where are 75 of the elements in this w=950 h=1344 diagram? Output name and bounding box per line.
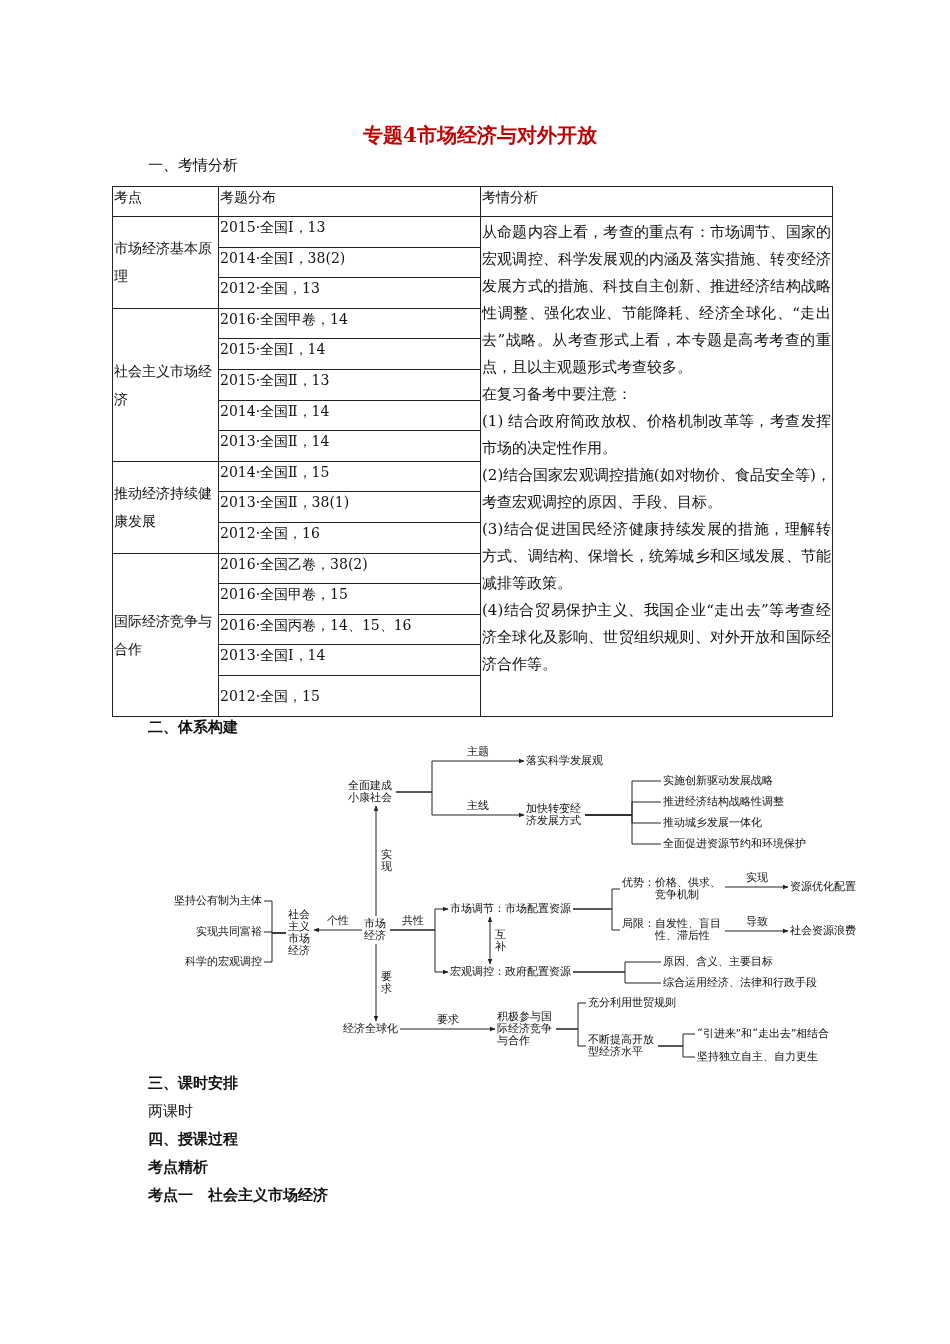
connector-line <box>555 1028 587 1047</box>
table-cell: 2015·全国Ⅰ，13 <box>218 216 481 248</box>
concept-text: 加快转变经济发展方式 <box>526 803 583 827</box>
edge-label: 要求 <box>435 1014 460 1026</box>
arrow <box>313 927 363 933</box>
edge-label: 共性 <box>400 915 425 927</box>
concept-text: 资源优化配置 <box>790 881 856 893</box>
arrow <box>373 943 379 1022</box>
section-heading: 一、考情分析 <box>148 156 238 175</box>
edge-label: 主题 <box>466 746 490 758</box>
concept-text: 全面促进资源节约和环境保护 <box>663 838 806 850</box>
arrow <box>487 916 493 965</box>
edge-label: 导致 <box>744 916 769 928</box>
analysis-paragraph: (4)结合贸易保护主义、我国企业“走出去”等考查经济全球化及影响、世贸组织规则、对外开放和国际经济合作等。 <box>482 600 831 675</box>
concept-text: 实现共同富裕 <box>148 926 262 938</box>
table-cell: 推动经济持续健康发展 <box>112 461 219 554</box>
concept-text: 积极参与国际经济竞争与合作 <box>497 1011 554 1047</box>
section-heading: 考点精析 <box>148 1158 208 1177</box>
edge-label: 实现 <box>380 849 393 873</box>
header-cell: 考点 <box>112 186 219 217</box>
analysis-paragraph: 从命题内容上看，考查的重点有：市场调节、国家的宏观调控、科学发展观的内涵及落实措施、转变经济发展方式的措施、科技自主创新、推进经济结构战略性调整、强化农业、节能降耗、经济全球化、“走出去”战略。从考查形式上看，本专题是高考考查的重点，且以主观题形式考查较多。 <box>482 222 831 378</box>
analysis-paragraph: (3)结合促进国民经济健康持续发展的措施，理解转方式、调结构、保增长，统筹城乡和区域发展、节能减排等政策。 <box>482 519 831 594</box>
connector-line <box>657 1045 696 1058</box>
concept-text: 社会资源浪费 <box>790 925 856 937</box>
connector-line <box>572 971 662 984</box>
arrow <box>389 929 449 975</box>
analysis-paragraph: (2)结合国家宏观调控措施(如对物价、食品安全等)，考查宏观调控的原因、手段、目标。 <box>482 465 831 513</box>
concept-text: 自发性、盲目性、滞后性 <box>655 918 722 942</box>
analysis-paragraph: 在复习备考中要注意： <box>482 384 633 405</box>
concept-text: 综合运用经济、法律和行政手段 <box>663 977 817 989</box>
edge-label: 个性 <box>326 915 350 927</box>
concept-text: 落实科学发展观 <box>526 755 603 767</box>
concept-text: “引进来”和“走出去”相结合 <box>697 1028 830 1040</box>
concept-text: 全面建成小康社会 <box>348 780 394 804</box>
concept-text: 科学的宏观调控 <box>148 956 262 968</box>
connector-line <box>263 932 287 963</box>
header-cell: 考情分析 <box>480 186 833 217</box>
body-text: 两课时 <box>148 1102 193 1121</box>
concept-text: 价格、供求、竞争机制 <box>655 877 722 901</box>
table-cell: 社会主义市场经济 <box>112 308 219 462</box>
arrow <box>724 884 789 890</box>
concept-text: 市场经济 <box>364 918 388 942</box>
concept-text: 坚持独立自主、自力更生 <box>697 1051 818 1063</box>
concept-text: 充分利用世贸规则 <box>588 997 676 1009</box>
arrow <box>395 791 525 818</box>
concept-text: 市场调节：市场配置资源 <box>450 903 571 915</box>
edge-label: 主线 <box>466 800 490 812</box>
arrow <box>373 805 379 917</box>
category-label: 优势： <box>622 877 655 889</box>
edge-label: 互补 <box>494 928 507 953</box>
edge-label: 实现 <box>744 872 769 884</box>
concept-text: 原因、含义、主要目标 <box>663 956 773 968</box>
section-heading: 二、体系构建 <box>148 718 238 737</box>
table-cell: 国际经济竞争与合作 <box>112 553 219 717</box>
page-title: 专题4市场经济与对外开放 <box>362 122 598 149</box>
concept-text: 不断提高开放型经济水平 <box>588 1034 656 1058</box>
concept-text: 经济全球化 <box>343 1023 398 1035</box>
concept-text: 推动城乡发展一体化 <box>663 817 762 829</box>
section-heading: 四、授课过程 <box>148 1130 238 1149</box>
concept-text: 实施创新驱动发展战略 <box>663 775 773 787</box>
concept-text: 宏观调控：政府配置资源 <box>450 966 571 978</box>
arrow <box>724 928 789 934</box>
arrow <box>399 1026 496 1032</box>
header-cell: 考题分布 <box>218 186 481 217</box>
section-heading: 三、课时安排 <box>148 1074 238 1093</box>
edge-label: 要求 <box>380 970 393 995</box>
concept-text: 社会主义市场经济 <box>288 909 312 957</box>
concept-text: 推进经济结构战略性调整 <box>663 796 784 808</box>
section-heading: 考点一 社会主义市场经济 <box>148 1186 328 1205</box>
connector-line <box>572 908 621 931</box>
table-cell: 市场经济基本原理 <box>112 216 219 309</box>
concept-text: 坚持公有制为主体 <box>148 895 262 907</box>
category-label: 局限： <box>622 918 655 930</box>
analysis-paragraph: (1) 结合政府简政放权、价格机制改革等，考查发挥市场的决定性作用。 <box>482 411 831 459</box>
connector-line <box>584 814 662 845</box>
